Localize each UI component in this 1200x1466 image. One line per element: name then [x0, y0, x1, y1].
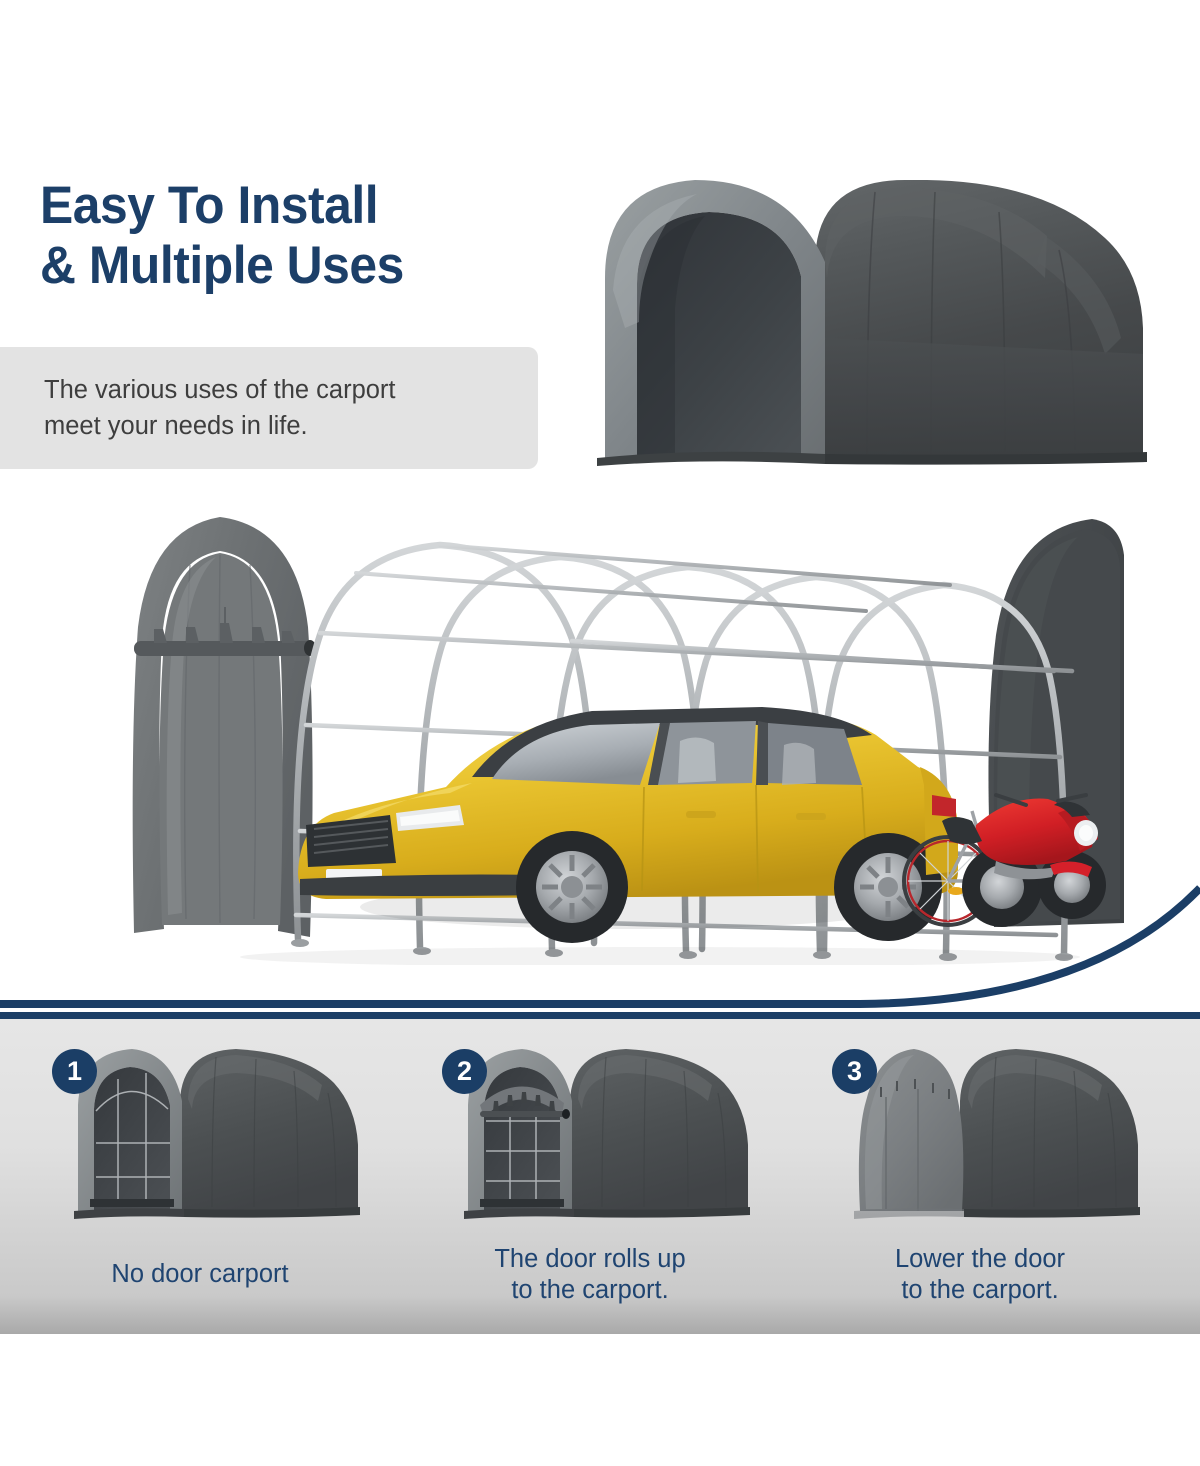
step-caption-3-line-2: to the carport.	[901, 1275, 1059, 1304]
carport-door-lowered-image	[840, 1039, 1160, 1229]
step-badge-3: 3	[832, 1049, 877, 1094]
subtitle-text: The various uses of the carport meet you…	[0, 372, 414, 444]
page-title: Easy To Install & Multiple Uses	[40, 176, 640, 296]
headline-line-1: Easy To Install	[40, 176, 379, 235]
step-caption-1: No door carport	[10, 1259, 390, 1290]
top-hero-section: Easy To Install & Multiple Uses The vari…	[0, 158, 1200, 1008]
carport-roof-canopy-image	[575, 158, 1200, 488]
carport-with-vehicles-image	[120, 495, 1130, 967]
step-caption-2-line-1: The door rolls up	[494, 1245, 686, 1273]
steps-section: 1	[0, 1012, 1200, 1466]
step-card-1: 1	[10, 1019, 390, 1334]
headline-line-2: & Multiple Uses	[40, 235, 404, 295]
subtitle-line-1: The various uses of the carport	[44, 375, 396, 404]
step-badge-1: 1	[52, 1049, 97, 1094]
step-caption-3: Lower the door to the carport.	[790, 1244, 1170, 1305]
step-caption-2: The door rolls up to the carport.	[400, 1244, 780, 1305]
step-card-2: 2	[400, 1019, 780, 1334]
step-badge-2: 2	[442, 1049, 487, 1094]
step-caption-3-line-1: Lower the door	[894, 1245, 1066, 1273]
step-caption-1-line-1: No door carport	[111, 1260, 289, 1288]
step-card-3: 3	[790, 1019, 1170, 1334]
subtitle-callout-box: The various uses of the carport meet you…	[0, 347, 538, 469]
step-caption-2-line-2: to the carport.	[511, 1275, 669, 1304]
carport-door-rolled-up-image	[450, 1039, 770, 1229]
section-divider-rule	[0, 1012, 1200, 1019]
subtitle-line-2: meet your needs in life.	[44, 412, 308, 440]
carport-no-door-image	[60, 1039, 380, 1229]
